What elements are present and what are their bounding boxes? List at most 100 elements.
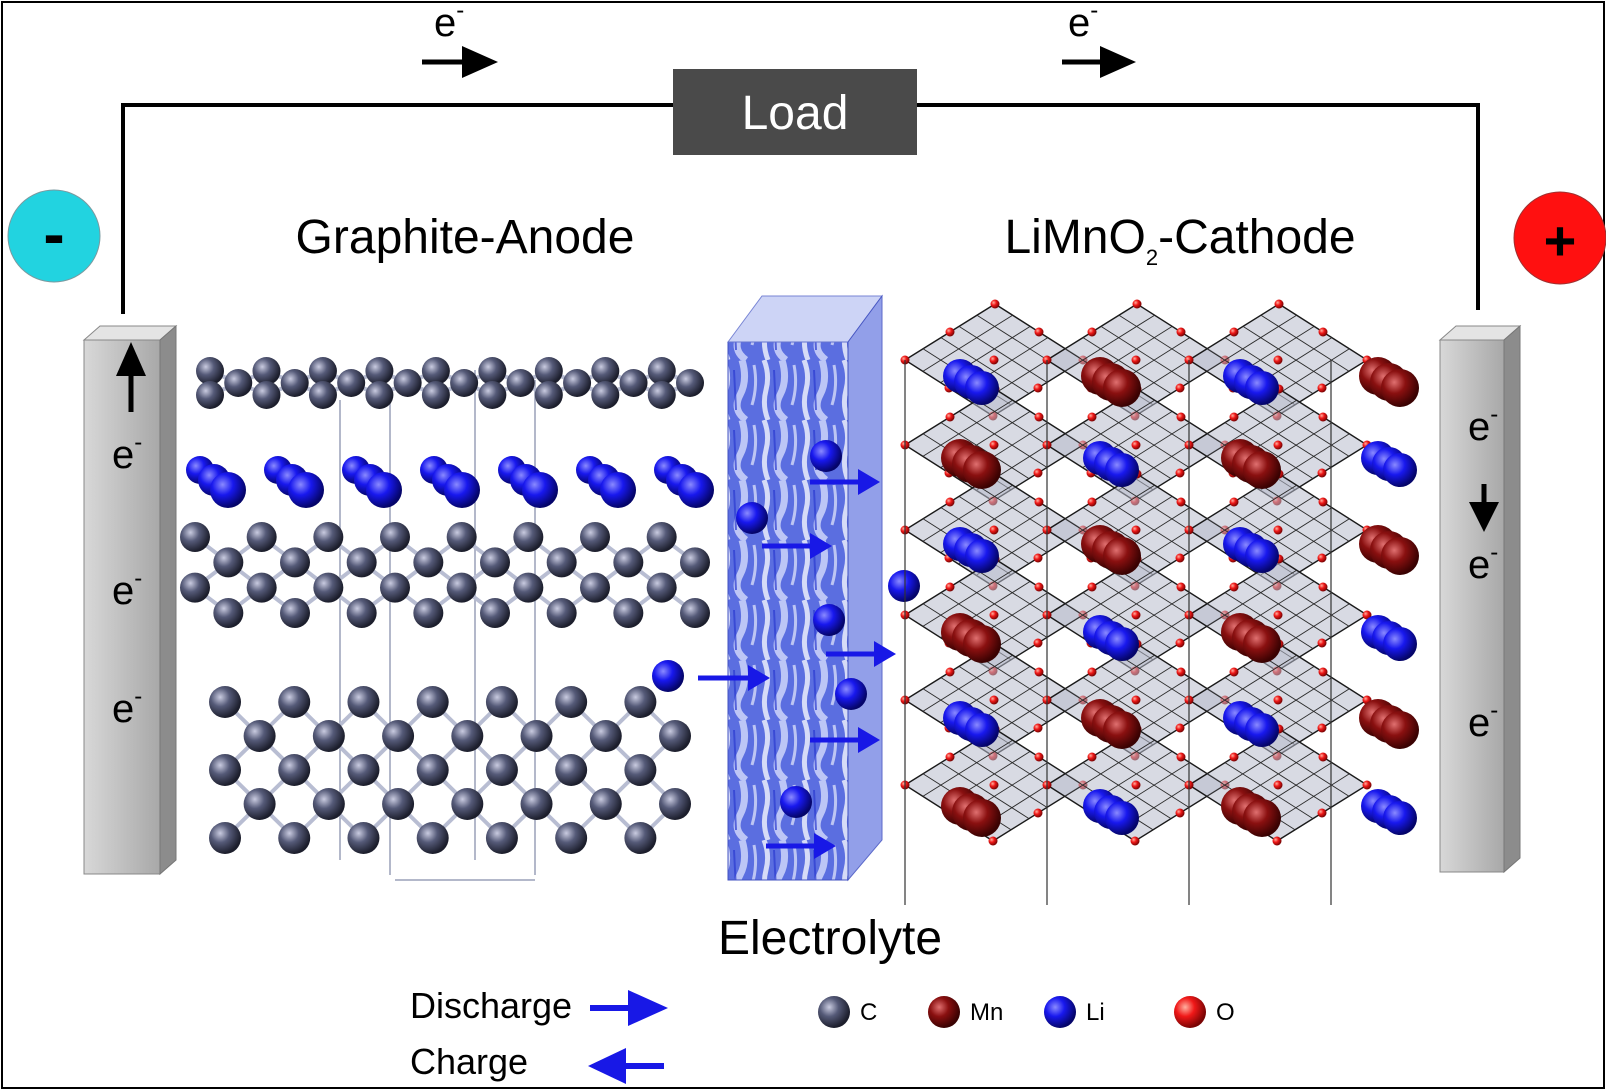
lattice-edge (1260, 314, 1350, 372)
carbon-atom (513, 572, 544, 603)
manganese-atom (1243, 625, 1281, 663)
carbon-atom (546, 598, 577, 628)
carbon-atom (308, 381, 337, 409)
oxygen-atom (989, 440, 999, 450)
oxygen-atom (1317, 553, 1327, 563)
lattice-edge (922, 484, 1013, 542)
lattice-edge (1224, 677, 1314, 734)
lithium-atom (210, 472, 246, 508)
limno2-cathode-structure (900, 299, 1419, 905)
oxygen-atom (1087, 752, 1097, 762)
carbon-atom (280, 547, 310, 578)
lattice-edge (1260, 399, 1350, 457)
lattice-edge (958, 496, 1048, 553)
negative-terminal: - (7, 189, 101, 283)
lattice-edge (1206, 739, 1297, 797)
oxygen-atom (1087, 497, 1097, 507)
lattice-edge (1082, 337, 1172, 394)
cathode-title: LiMnO2-Cathode (1004, 211, 1355, 270)
manganese-atom (963, 625, 1001, 663)
oxygen-atom (1317, 468, 1327, 478)
oxygen-atom (1273, 525, 1283, 535)
lithium-atom (366, 472, 402, 508)
carbon-atom (347, 822, 380, 854)
lattice-edge (922, 739, 1013, 797)
carbon-atom (365, 381, 394, 409)
manganese-atom (1381, 537, 1419, 575)
oxygen-atom (945, 412, 955, 422)
carbon-atom (520, 788, 553, 820)
lattice-edge (1082, 422, 1172, 479)
lithium-atom (444, 472, 480, 508)
svg-text:e-: e- (1468, 697, 1498, 745)
carbon-atom (280, 369, 309, 397)
lithium-ion (835, 678, 867, 710)
oxygen-atom (1131, 780, 1141, 790)
svg-text:e-: e- (112, 565, 142, 613)
anode-title: Graphite-Anode (296, 211, 635, 264)
electrolyte-slab (727, 294, 883, 882)
oxygen-atom (1273, 355, 1283, 365)
lithium-ion (780, 786, 812, 818)
oxygen-atom (1087, 327, 1097, 337)
electrolyte-label: Electrolyte (718, 912, 942, 965)
manganese-atom (1243, 451, 1281, 489)
carbon-atom (213, 547, 244, 578)
oxygen-atom (1317, 808, 1327, 818)
electron-flow-top-right: e- (1062, 0, 1136, 78)
carbon-atom (337, 369, 366, 397)
lattice-edge (1100, 411, 1190, 468)
carbon-atom (613, 598, 644, 628)
manganese-atom (1103, 711, 1141, 749)
carbon-atom (450, 369, 479, 397)
arrowhead (874, 641, 896, 667)
lithium-ion (652, 660, 684, 692)
carbon-atom (555, 686, 588, 718)
carbon-atom (451, 788, 484, 820)
carbon-atom (555, 822, 588, 854)
carbon-atom (589, 788, 622, 820)
oxygen-atom (1176, 412, 1186, 422)
lattice-edge (1100, 751, 1190, 808)
carbon-atom (646, 522, 677, 552)
carbon-atom (312, 788, 345, 820)
carbon-atom (365, 357, 394, 385)
oxygen-atom (1229, 497, 1239, 507)
manganese-atom (1103, 537, 1141, 575)
lattice-edge (1064, 569, 1155, 627)
lithium-atom (1245, 713, 1279, 747)
lattice-edge (958, 326, 1048, 383)
carbon-atom (347, 754, 380, 786)
carbon-atom (209, 822, 241, 854)
carbon-atom (416, 822, 449, 854)
carbon-atom (676, 369, 704, 397)
lattice-edge (1082, 677, 1172, 734)
svg-text:e-: e- (434, 0, 464, 45)
carbon-atom (580, 522, 610, 552)
lattice-edge (1206, 484, 1297, 542)
oxygen-atom (989, 355, 999, 365)
lattice-edge (1224, 592, 1314, 649)
oxygen-atom (1229, 582, 1239, 592)
oxygen-atom (1229, 412, 1239, 422)
carbon-atom (246, 572, 277, 603)
carbon-atom (308, 357, 337, 385)
oxygen-atom (1034, 752, 1044, 762)
legend-atom-label: Li (1086, 999, 1105, 1026)
oxygen-atom (945, 327, 955, 337)
lattice-edge (940, 507, 1030, 564)
arrowhead (810, 533, 832, 559)
carbon-atom (485, 822, 518, 854)
li-ion-flow (652, 440, 920, 859)
lattice-edge (1206, 569, 1297, 627)
oxygen-atom (1131, 610, 1141, 620)
svg-text:e-: e- (1468, 401, 1498, 449)
lattice-edge (958, 581, 1048, 638)
carbon-atom (393, 369, 422, 397)
lattice-edge (1082, 592, 1172, 649)
oxygen-atom (1130, 836, 1140, 846)
carbon-atom (485, 686, 518, 718)
lattice-edge (958, 666, 1048, 723)
positive-terminal: + (1513, 191, 1606, 285)
electron-charge: - (456, 0, 464, 24)
